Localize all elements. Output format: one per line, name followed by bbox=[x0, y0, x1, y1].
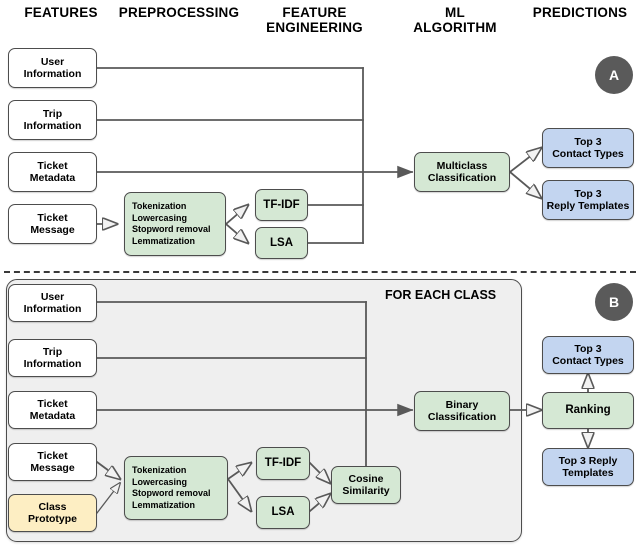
node-lsa-b[interactable]: LSA bbox=[256, 496, 310, 529]
column-header-ml-algorithm-line2: ALGORITHM bbox=[413, 20, 497, 35]
node-trip-information-b[interactable]: Trip Information bbox=[8, 339, 97, 377]
node-top-3-contact-types-b[interactable]: Top 3 Contact Types bbox=[542, 336, 634, 374]
node-label-line1: Cosine bbox=[348, 472, 384, 485]
node-top-3-contact-types-a[interactable]: Top 3 Contact Types bbox=[542, 128, 634, 168]
node-label: LSA bbox=[270, 236, 293, 249]
step-lemmatization: Lemmatization bbox=[132, 499, 196, 510]
node-label-line2: Metadata bbox=[29, 172, 76, 184]
node-label-line2: Templates bbox=[562, 467, 614, 479]
panel-a-badge: A bbox=[595, 56, 633, 94]
node-label-line2: Message bbox=[30, 462, 75, 474]
node-label-line1: Multiclass bbox=[436, 159, 488, 172]
node-user-information-b[interactable]: User Information bbox=[8, 284, 97, 322]
node-binary-classification[interactable]: Binary Classification bbox=[414, 391, 510, 431]
column-header-features-label: FEATURES bbox=[24, 5, 98, 20]
column-header-features: FEATURES bbox=[0, 5, 122, 20]
node-cosine-similarity[interactable]: Cosine Similarity bbox=[331, 466, 401, 504]
node-label: TF-IDF bbox=[263, 198, 300, 211]
panel-b-badge-label: B bbox=[608, 294, 620, 310]
node-label: Ranking bbox=[565, 404, 611, 417]
node-label-line1: Ticket bbox=[37, 397, 68, 410]
node-preprocessing-steps-b[interactable]: Tokenization Lowercasing Stopword remova… bbox=[124, 456, 228, 520]
node-ticket-metadata-a[interactable]: Ticket Metadata bbox=[8, 152, 97, 192]
node-label-line2: Information bbox=[23, 68, 82, 80]
node-trip-information-a[interactable]: Trip Information bbox=[8, 100, 97, 140]
panel-b-group-label: FOR EACH CLASS bbox=[385, 288, 496, 302]
node-label-line1: Class bbox=[38, 500, 67, 513]
node-label-line1: User bbox=[40, 55, 65, 68]
node-label-line1: Top 3 Reply bbox=[558, 454, 618, 467]
column-header-feature-engineering: FEATURE ENGINEERING bbox=[252, 5, 377, 35]
node-label-line1: Ticket bbox=[37, 211, 68, 224]
node-class-prototype-b[interactable]: Class Prototype bbox=[8, 494, 97, 532]
step-lowercasing: Lowercasing bbox=[132, 212, 188, 223]
node-label-line2: Message bbox=[30, 224, 75, 236]
node-label-line2: Classification bbox=[427, 172, 497, 184]
step-tokenization: Tokenization bbox=[132, 465, 187, 475]
node-label-line2: Contact Types bbox=[552, 355, 624, 367]
node-label-line2: Prototype bbox=[27, 513, 77, 525]
node-tf-idf-b[interactable]: TF-IDF bbox=[256, 447, 310, 480]
node-label-line1: User bbox=[40, 290, 65, 303]
panel-divider bbox=[4, 271, 636, 273]
node-top-3-reply-templates-b[interactable]: Top 3 Reply Templates bbox=[542, 448, 634, 486]
node-label-line1: Top 3 bbox=[574, 342, 602, 355]
node-user-information-a[interactable]: User Information bbox=[8, 48, 97, 88]
step-stopword-removal: Stopword removal bbox=[132, 224, 211, 234]
node-multiclass-classification[interactable]: Multiclass Classification bbox=[414, 152, 510, 192]
column-header-preprocessing-label: PREPROCESSING bbox=[118, 5, 240, 20]
node-label-line2: Reply Templates bbox=[546, 200, 630, 212]
node-label-line2: Similarity bbox=[342, 485, 390, 497]
node-label-line2: Information bbox=[23, 358, 82, 370]
node-lsa-a[interactable]: LSA bbox=[255, 227, 308, 259]
column-header-preprocessing: PREPROCESSING bbox=[104, 5, 254, 20]
node-label-line2: Metadata bbox=[29, 410, 76, 422]
step-lowercasing: Lowercasing bbox=[132, 476, 188, 487]
panel-b-badge: B bbox=[595, 283, 633, 321]
node-label-line2: Information bbox=[23, 303, 82, 315]
panel-a-badge-label: A bbox=[608, 67, 620, 83]
node-tf-idf-a[interactable]: TF-IDF bbox=[255, 189, 308, 221]
node-label-line1: Top 3 bbox=[574, 187, 602, 200]
node-label-line2: Information bbox=[23, 120, 82, 132]
node-top-3-reply-templates-a[interactable]: Top 3 Reply Templates bbox=[542, 180, 634, 220]
node-label-line1: Binary bbox=[445, 398, 479, 411]
node-label-line2: Contact Types bbox=[552, 148, 624, 160]
column-header-feature-engineering-line1: FEATURE bbox=[282, 5, 347, 20]
step-tokenization: Tokenization bbox=[132, 201, 187, 211]
column-header-predictions-label: PREDICTIONS bbox=[532, 5, 628, 20]
node-label-line1: Ticket bbox=[37, 159, 68, 172]
node-preprocessing-steps-a[interactable]: Tokenization Lowercasing Stopword remova… bbox=[124, 192, 226, 256]
node-ticket-metadata-b[interactable]: Ticket Metadata bbox=[8, 391, 97, 429]
column-header-predictions: PREDICTIONS bbox=[520, 5, 640, 20]
step-stopword-removal: Stopword removal bbox=[132, 488, 211, 498]
step-lemmatization: Lemmatization bbox=[132, 235, 196, 246]
node-ticket-message-a[interactable]: Ticket Message bbox=[8, 204, 97, 244]
column-header-ml-algorithm: ML ALGORITHM bbox=[395, 5, 515, 35]
node-label-line1: Top 3 bbox=[574, 135, 602, 148]
node-label-line1: Ticket bbox=[37, 449, 68, 462]
node-ranking[interactable]: Ranking bbox=[542, 392, 634, 429]
node-label: TF-IDF bbox=[264, 457, 302, 470]
panel-b-group-label-text: FOR EACH CLASS bbox=[385, 288, 497, 302]
node-label: LSA bbox=[271, 506, 295, 519]
node-ticket-message-b[interactable]: Ticket Message bbox=[8, 443, 97, 481]
node-label-line2: Classification bbox=[427, 411, 497, 423]
column-header-feature-engineering-line2: ENGINEERING bbox=[266, 20, 363, 35]
column-header-ml-algorithm-line1: ML bbox=[445, 5, 465, 20]
node-label-line1: Trip bbox=[42, 345, 63, 358]
node-label-line1: Trip bbox=[42, 107, 63, 120]
